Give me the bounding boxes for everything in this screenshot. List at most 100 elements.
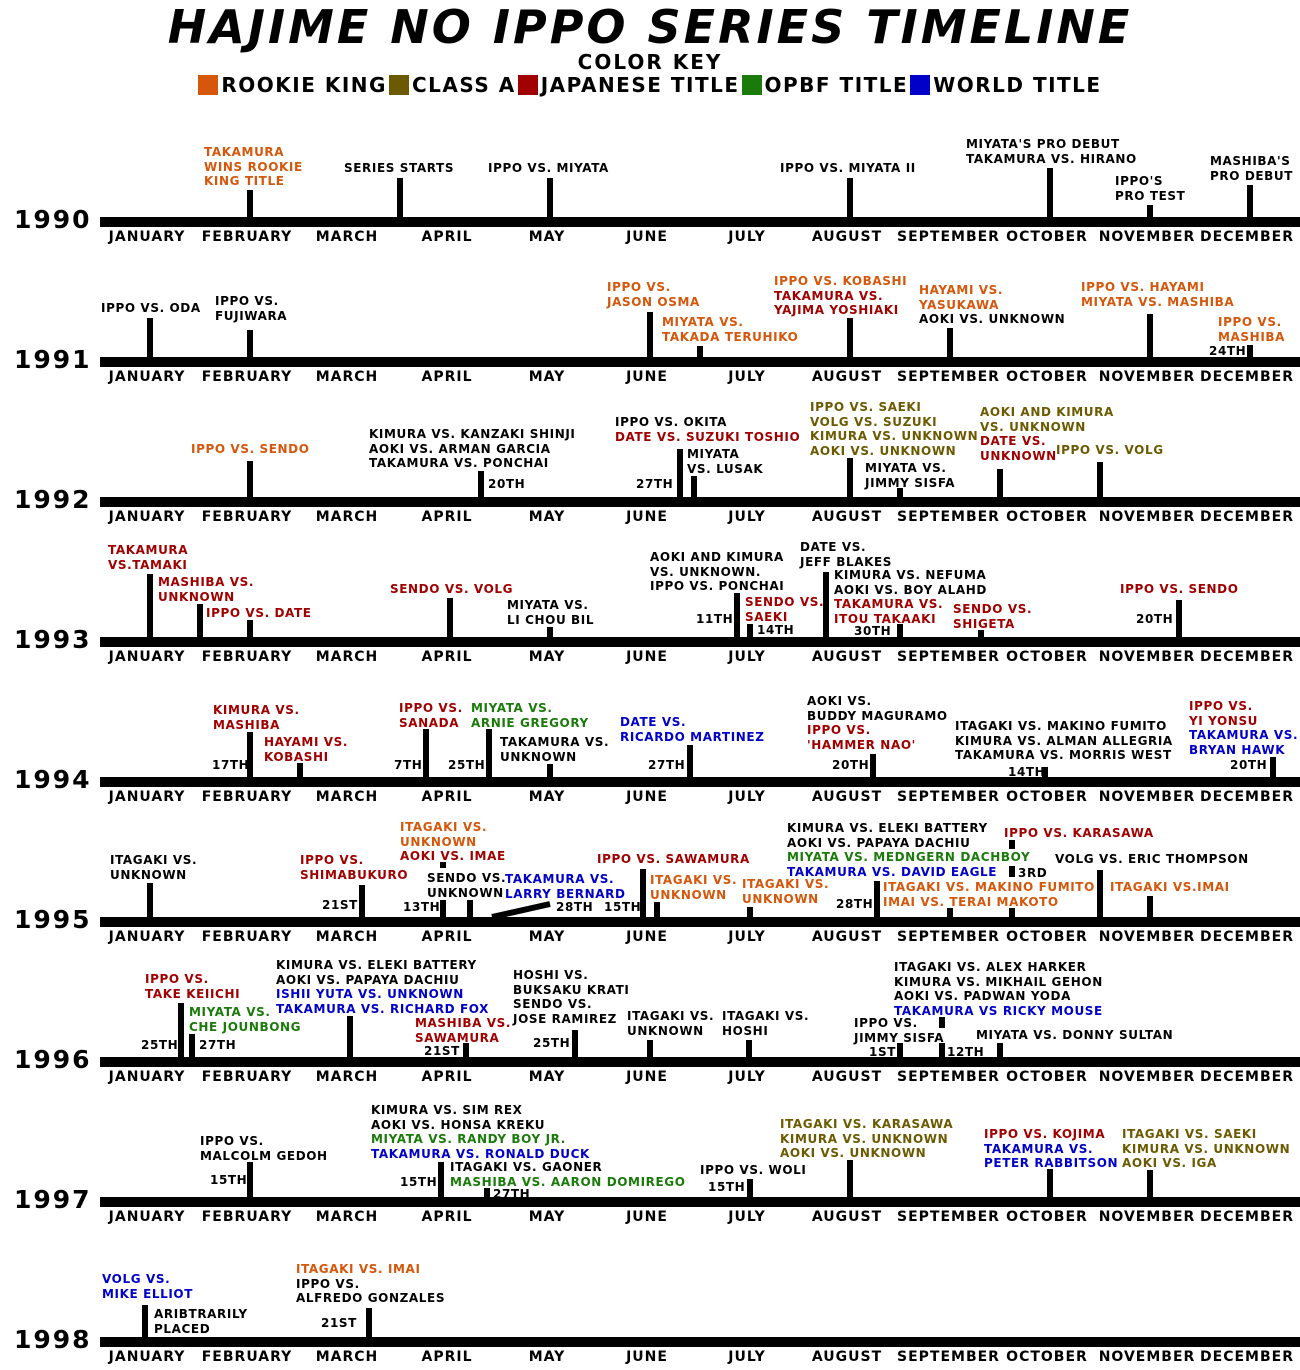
event-label: IPPO VS. KARASAWA (1004, 826, 1154, 841)
event-line: KIMURA VS. SIM REX (371, 1103, 523, 1117)
month-label: DECEMBER (1200, 1209, 1294, 1225)
month-label: JUNE (626, 1209, 668, 1225)
event-label: IPPO VS.FUJIWARA (215, 294, 287, 323)
month-label: JULY (728, 369, 766, 385)
event-label: IPPO VS. ODA (101, 301, 201, 316)
event-line: TAKADA TERUHIKO (662, 329, 799, 344)
event-line: ITAGAKI VS. ALEX HARKER (894, 960, 1087, 974)
event-day: 24TH (1209, 344, 1247, 358)
month-label: MAY (528, 509, 566, 525)
event-line: AOKI VS. PAPAYA DACHIU (276, 972, 460, 987)
event-line: IPPO VS. ODA (101, 301, 201, 315)
event-line: JIMMY SISFA (854, 1030, 945, 1045)
legend-label: WORLD TITLE (933, 73, 1102, 97)
month-label: FEBRUARY (201, 509, 293, 525)
event-tick (939, 1043, 945, 1057)
event-line: CHE JOUNBONG (189, 1019, 302, 1034)
event-line: ITAGAKI VS. MAKINO FUMITO (883, 880, 1095, 894)
event-label: IPPO VS. SAWAMURA (597, 852, 750, 867)
event-line: VOLG VS. SUZUKI (810, 414, 938, 429)
event-line: TAKAMURA VS. (984, 1141, 1094, 1156)
event-line: SENDO VS. VOLG (390, 582, 514, 596)
event-line: MIYATA VS. MASHIBA (1081, 294, 1235, 309)
event-line: MIYATA VS. RANDY BOY JR. (371, 1132, 566, 1146)
timeline-axis-1993 (100, 637, 1300, 647)
event-line: JASON OSMA (607, 294, 700, 309)
month-label: AUGUST (811, 1349, 883, 1365)
month-label: JUNE (626, 509, 668, 525)
event-day: 21ST (322, 898, 358, 912)
event-line: UNKNOWN (110, 867, 187, 882)
event-line: ITAGAKI VS. MAKINO FUMITO (955, 719, 1167, 733)
event-day: 27TH (636, 477, 674, 491)
month-label: APRIL (421, 509, 473, 525)
event-tick (1147, 205, 1153, 217)
month-label: AUGUST (811, 509, 883, 525)
event-line: IPPO'S (1115, 174, 1164, 188)
event-line: IPPO VS. (854, 1016, 918, 1030)
month-label: NOVEMBER (1098, 789, 1196, 805)
event-tick (247, 1162, 253, 1197)
month-label: MARCH (315, 1209, 379, 1225)
event-line: IMAI VS. TERAI MAKOTO (883, 894, 1059, 909)
event-line: SHIMABUKURO (300, 867, 409, 882)
month-label: SEPTEMBER (897, 1349, 1000, 1365)
month-label: SEPTEMBER (897, 509, 1000, 525)
month-label: MAY (528, 229, 566, 245)
event-label: MIYATA VS.CHE JOUNBONG (189, 1005, 301, 1034)
event-line: BUDDY MAGURAMO (807, 708, 948, 723)
month-label: JUNE (626, 1349, 668, 1365)
event-line: ITAGAKI VS. GAONER (450, 1160, 603, 1174)
month-label: MARCH (315, 1069, 379, 1085)
event-tick (572, 1030, 578, 1057)
event-tick (734, 593, 740, 637)
event-tick (1147, 1170, 1153, 1197)
event-label: VOLG VS. ERIC THOMPSON (1055, 852, 1249, 867)
event-tick (691, 476, 697, 497)
month-label: NOVEMBER (1098, 229, 1196, 245)
event-line: VS. UNKNOWN. (650, 564, 762, 579)
event-tick (897, 488, 903, 497)
month-label: JULY (728, 1209, 766, 1225)
year-label: 1991 (14, 345, 92, 374)
event-tick (347, 1016, 353, 1057)
event-label: MIYATA VS.JIMMY SISFA (865, 461, 955, 490)
event-line: ALFREDO GONZALES (296, 1291, 446, 1305)
event-line: IPPO VS. SAWAMURA (597, 852, 750, 866)
event-line: IPPO VS. (1189, 699, 1253, 713)
event-tick (486, 729, 492, 777)
event-tick (687, 745, 693, 777)
event-label: TAKAMURA VS.UNKNOWN (500, 735, 609, 764)
event-line: KIMURA VS. MIKHAIL GEHON (894, 974, 1103, 989)
event-tick (247, 330, 253, 357)
event-line: MIYATA VS. (507, 598, 589, 612)
event-tick (463, 1043, 469, 1057)
event-day: 1ST (869, 1045, 896, 1059)
month-label: SEPTEMBER (897, 789, 1000, 805)
event-tick (467, 900, 473, 917)
event-label: SERIES STARTS (344, 161, 454, 176)
event-line: MIYATA VS. DONNY SULTAN (976, 1028, 1174, 1042)
event-line: IPPO VS. (296, 1276, 360, 1291)
event-label: IPPO VS. MIYATA II (780, 161, 916, 176)
event-tick (440, 900, 446, 917)
event-line: TAKAMURA VS. (774, 288, 884, 303)
event-line: TAKAMURA VS. PONCHAI (369, 456, 549, 470)
event-line: SHIGETA (953, 616, 1015, 631)
event-label: HAYAMI VS.KOBASHI (264, 735, 348, 764)
event-tick (640, 869, 646, 917)
event-tick (654, 902, 660, 917)
event-line: TAKAMURA (108, 543, 189, 557)
event-line: ITAGAKI VS. (722, 1009, 810, 1023)
event-line: IPPO VS. SAEKI (810, 400, 922, 414)
event-day: 15TH (210, 1173, 248, 1187)
year-label: 1994 (14, 765, 92, 794)
